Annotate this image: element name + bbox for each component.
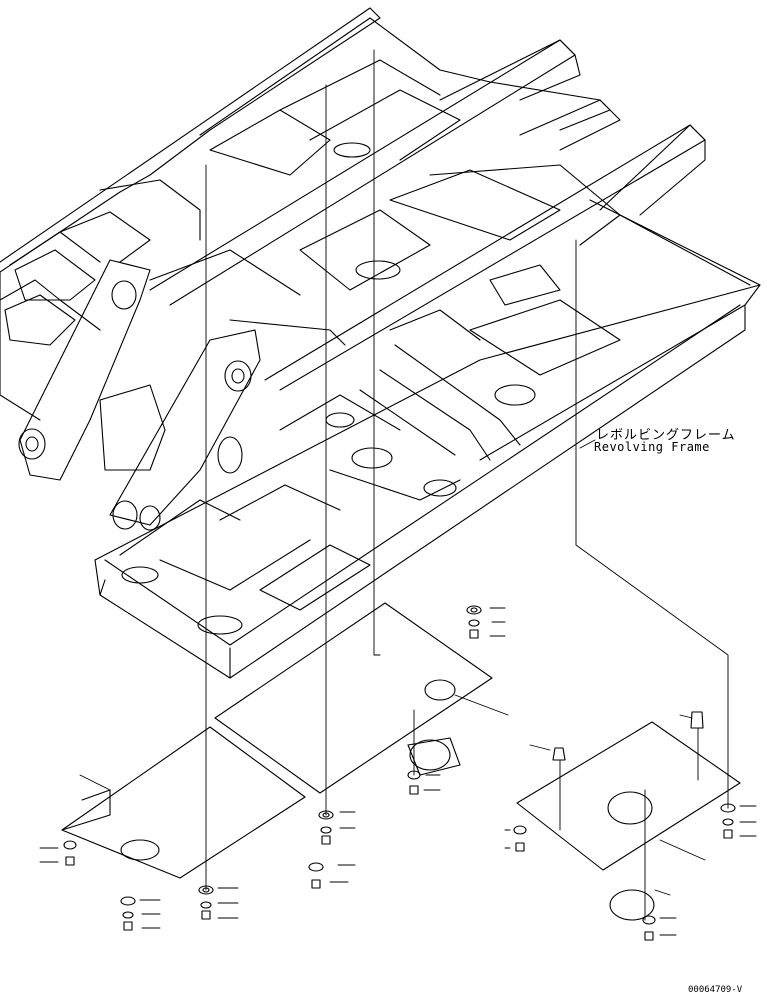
frame-front-bumper [95, 285, 760, 560]
cover-plate-left [62, 727, 305, 878]
cover-plate-right [517, 722, 740, 870]
boom-bracket-left [20, 260, 150, 480]
frame-left-deck [0, 8, 380, 272]
assembly-leader-lines [40, 50, 756, 935]
under-cover-plates [62, 603, 740, 920]
cover-plate-center [215, 603, 492, 793]
bolts-and-washers [64, 606, 735, 940]
drawing-number: 00064709-V [688, 985, 743, 995]
part-name-japanese: レボルビングフレーム [596, 428, 736, 443]
frame-right-side [480, 200, 760, 460]
part-name-english: Revolving Frame [594, 440, 710, 454]
frame-beam-lower [265, 125, 705, 390]
frame-beam-upper [150, 40, 575, 305]
boom-bracket-right [110, 330, 260, 525]
frame-center-deck [200, 18, 610, 135]
revolving-frame [0, 8, 760, 678]
